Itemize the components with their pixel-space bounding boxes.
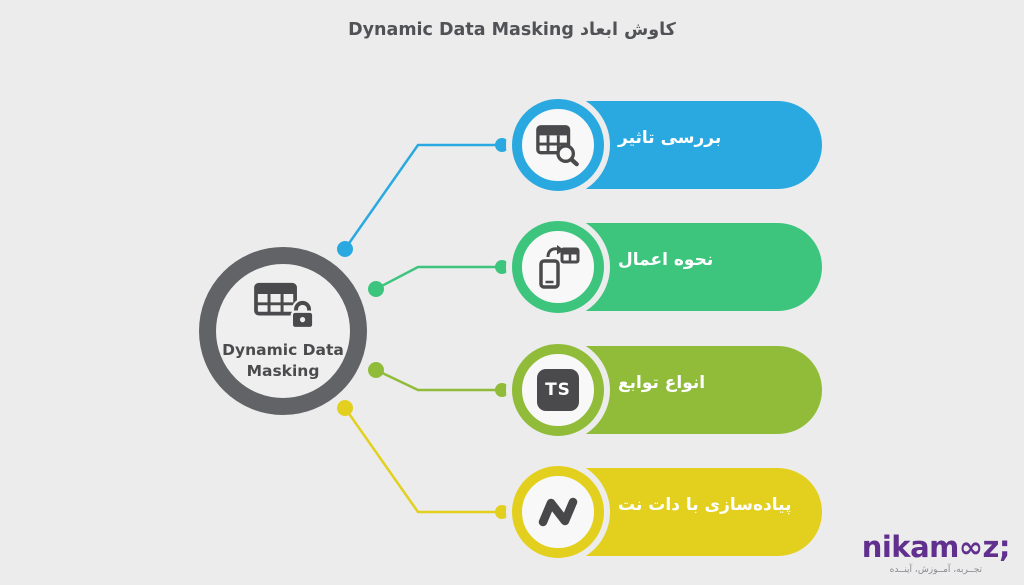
masked-table-lock-icon (254, 283, 314, 330)
logo-tagline: تجــربه، آمــوزش، آینــده (889, 565, 983, 575)
center-label-line1: Dynamic Data (222, 341, 344, 360)
dotnet-n-icon (538, 497, 578, 527)
connector-row-3 (368, 362, 509, 397)
topic-label: بررسی تاثیر (618, 128, 722, 148)
ts-functions-icon: TS (537, 369, 579, 411)
topic-label: نحوه اعمال (618, 250, 714, 270)
connector-row-1 (337, 138, 509, 257)
table-search-icon (536, 125, 579, 167)
topic-label: انواع توابع (618, 373, 706, 393)
connector-row-2 (368, 260, 509, 297)
center-label-line2: Masking (246, 361, 320, 380)
logo-wordmark: nikam∞z; (861, 530, 1011, 564)
center-node: Dynamic Data Masking (199, 247, 367, 415)
topic-badge-impact-review (512, 99, 604, 191)
connector-row-4 (337, 400, 509, 519)
device-table-sync-icon (539, 245, 580, 289)
topic-badge-function-types: TS (512, 344, 604, 436)
topic-badge-how-applied (512, 221, 604, 313)
page-title: کاوش ابعاد Dynamic Data Masking (348, 20, 676, 40)
center-label: Dynamic Data Masking (222, 340, 344, 380)
topic-label: پیاده‌سازی با دات نت (618, 495, 792, 515)
topic-badge-dotnet (512, 466, 604, 558)
nikamooz-logo: nikam∞z; تجــربه، آمــوزش، آینــده (861, 530, 1011, 576)
